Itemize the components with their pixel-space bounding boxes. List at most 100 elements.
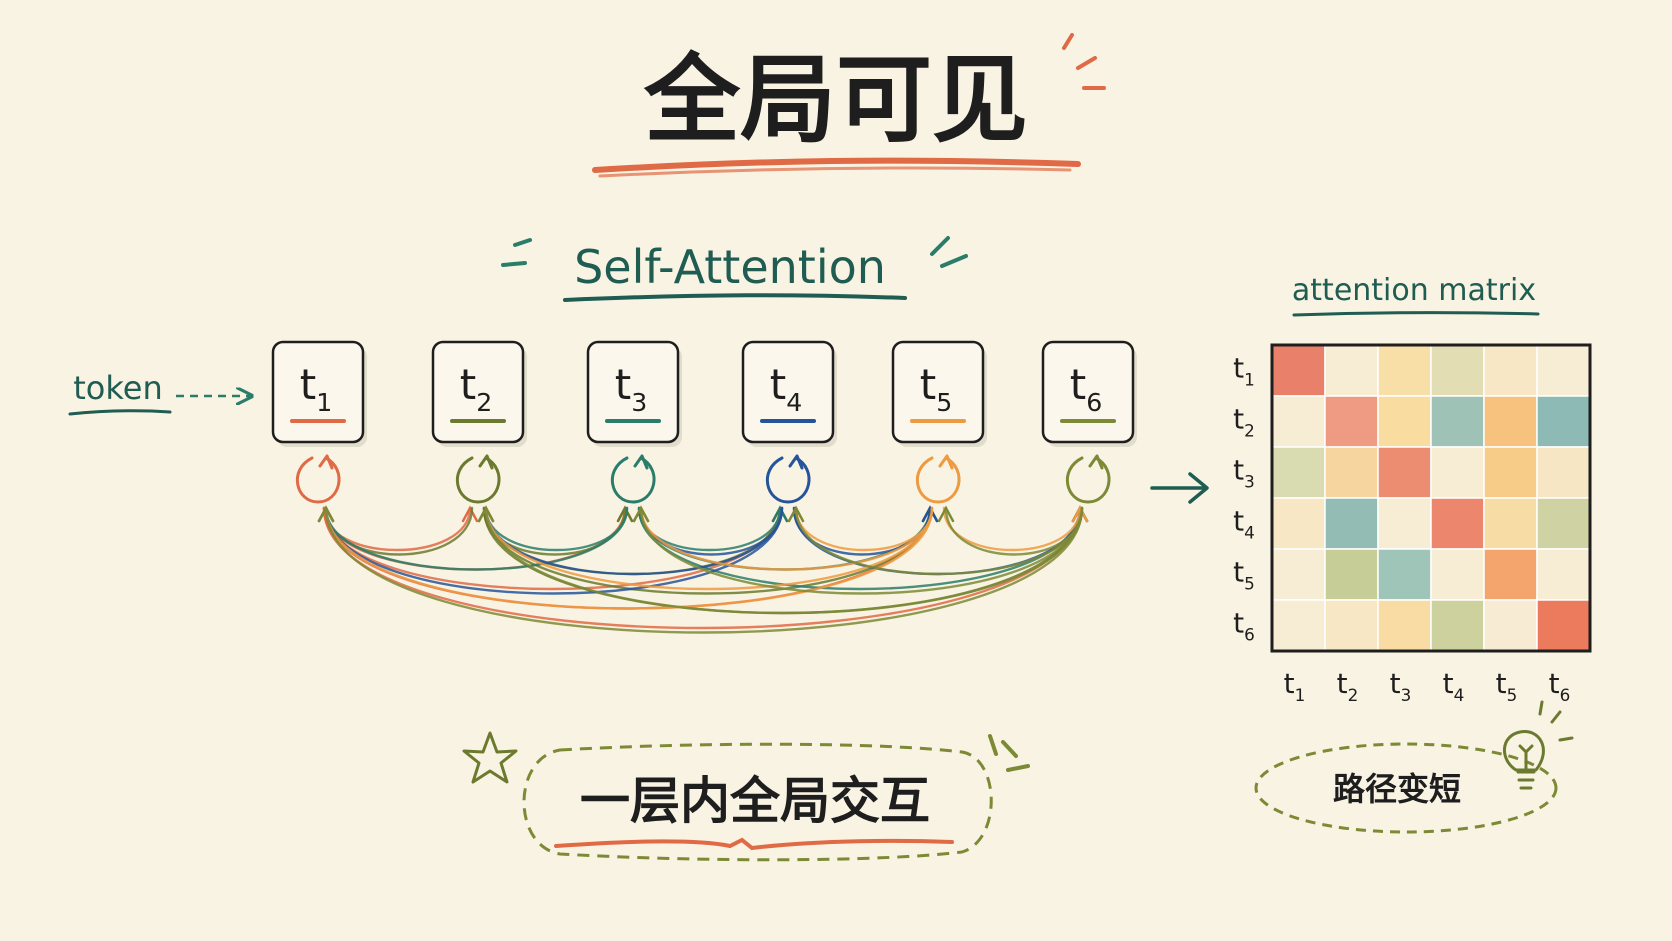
matrix-cell [1271, 344, 1326, 397]
attention-arc [794, 506, 934, 552]
matrix-cell [1430, 344, 1485, 397]
self-loop-arrowhead [478, 454, 494, 470]
to-matrix-arrow [1150, 472, 1209, 504]
arc-arrowhead [477, 505, 495, 523]
arc-arrowhead [787, 505, 805, 523]
matrix-cell [1324, 344, 1379, 397]
matrix-row-label: t1 [1233, 352, 1255, 390]
matrix-row-label: t5 [1233, 556, 1255, 594]
token-box: t5 [891, 340, 987, 447]
attention-arc [484, 506, 1084, 615]
attention-arc [484, 506, 784, 576]
matrix-row-label: t4 [1233, 505, 1255, 543]
matrix-cell [1271, 497, 1326, 550]
arc-arrowhead [632, 505, 650, 523]
self-loop-arrowhead [1088, 454, 1104, 470]
attention-arc [324, 506, 784, 595]
arc-arrowhead [771, 505, 789, 523]
token-label-text: t5 [920, 360, 953, 417]
attention-arc [639, 506, 934, 571]
attention-arc [484, 506, 934, 591]
matrix-cell [1430, 497, 1485, 550]
matrix-col-label: t1 [1284, 667, 1306, 705]
token-label: token [73, 369, 162, 407]
matrix-cell [1430, 446, 1485, 499]
matrix-cell [1377, 344, 1432, 397]
attention-arc [484, 506, 629, 552]
matrix-cell [1430, 395, 1485, 448]
title-underline-2 [598, 166, 1072, 178]
self-loop [610, 456, 656, 504]
attention-arc [792, 506, 1082, 576]
arc-arrowhead [937, 505, 955, 523]
matrix-cell [1430, 599, 1485, 652]
token-box: t2 [431, 340, 527, 447]
matrix-cell [1271, 599, 1326, 652]
token-box: t3 [586, 340, 682, 447]
page-title: 全局可见 [643, 44, 1028, 156]
self-loops [295, 454, 1111, 504]
star-icon [462, 731, 518, 784]
arc-arrowhead [1071, 505, 1089, 523]
side-label-frame [1254, 742, 1558, 834]
matrix-border [1270, 343, 1592, 653]
matrix-col-label: t6 [1549, 667, 1571, 705]
token-box-frame [891, 340, 985, 444]
matrix-row-label: t6 [1233, 607, 1255, 645]
matrix-cell [1483, 395, 1538, 448]
matrix-cell [1536, 446, 1591, 499]
side-label: 路径变短 [1333, 770, 1461, 808]
matrix-title: attention matrix [1292, 273, 1536, 308]
self-loop [455, 456, 501, 504]
bottom-label-frame [522, 742, 993, 862]
arc-arrowhead [317, 505, 335, 523]
matrix-cell [1483, 548, 1538, 601]
bottom-accent-strokes [988, 734, 1030, 772]
token-label-text: t6 [1070, 360, 1103, 417]
token-box: t4 [741, 340, 837, 447]
token-label-text: t1 [300, 360, 333, 417]
matrix-cell [1271, 548, 1326, 601]
arc-arrowhead [921, 505, 939, 523]
matrix-col-label: t5 [1496, 667, 1518, 705]
self-loop [1065, 456, 1111, 504]
token-label-text: t3 [615, 360, 648, 417]
bottom-label-underline [554, 837, 954, 851]
matrix-cell [1271, 446, 1326, 499]
sparkle-icon [1062, 33, 1106, 90]
matrix-col-label: t4 [1443, 667, 1465, 705]
token-box: t6 [1041, 340, 1137, 447]
matrix-cell [1483, 497, 1538, 550]
matrix-cell [1483, 344, 1538, 397]
matrix-cell [1536, 344, 1591, 397]
token-label-underline [68, 409, 172, 416]
matrix-cell [1536, 497, 1591, 550]
attention-arc [639, 506, 1084, 595]
matrix-cell [1377, 446, 1432, 499]
matrix-cell [1324, 599, 1379, 652]
matrix-cell [1430, 548, 1485, 601]
matrix-cell [1483, 446, 1538, 499]
attention-arc [324, 506, 1084, 634]
self-loop-arrowhead [788, 454, 804, 470]
token-box-frame [1041, 340, 1135, 444]
attention-arc [324, 506, 629, 571]
token-box-frame [271, 340, 365, 444]
section-subtitle: Self-Attention [574, 240, 886, 294]
matrix-cell [1377, 548, 1432, 601]
lightbulb-icon [1503, 700, 1574, 790]
subtitle-accent-right [930, 236, 968, 268]
title-underline [592, 157, 1081, 173]
arc-arrowhead [461, 505, 479, 523]
matrix-col-label: t2 [1337, 667, 1359, 705]
arc-arrowhead [616, 505, 634, 523]
token-box-frame [741, 340, 835, 444]
matrix-cell [1324, 395, 1379, 448]
self-loop-arrowhead [938, 454, 954, 470]
self-loop [765, 456, 811, 504]
matrix-cell [1324, 548, 1379, 601]
self-loop [915, 456, 961, 504]
